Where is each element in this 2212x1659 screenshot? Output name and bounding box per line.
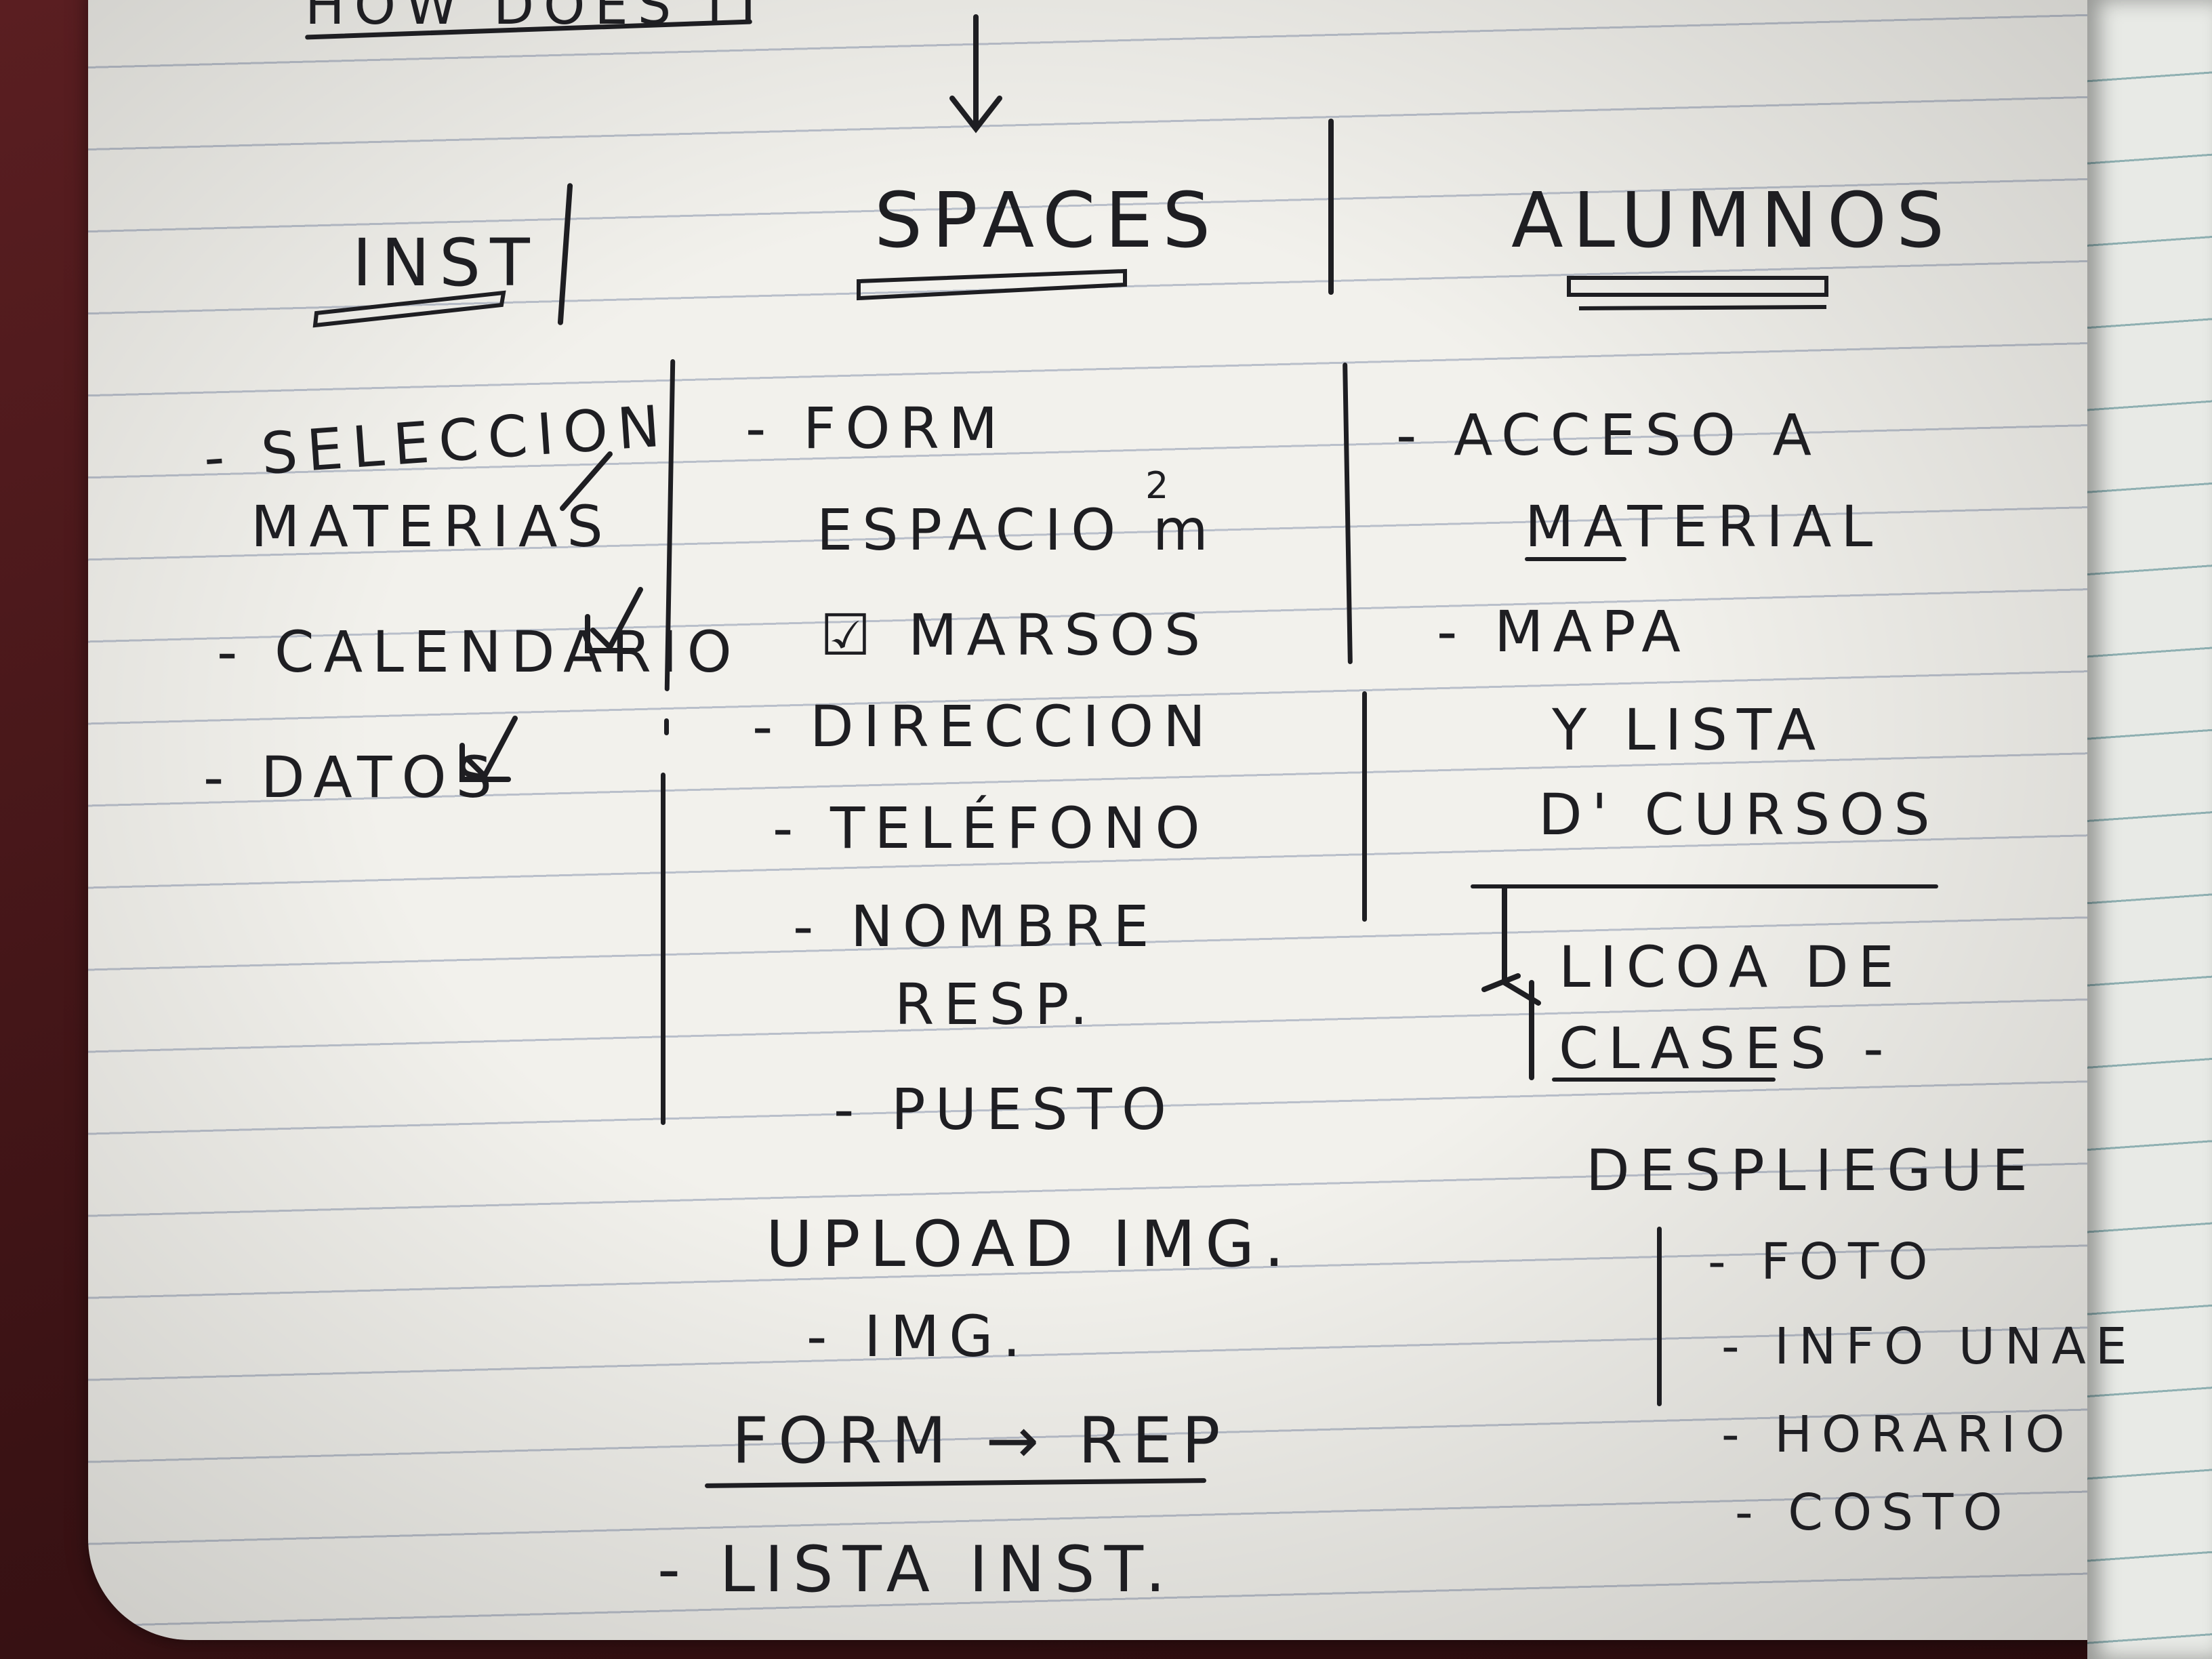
dropdown-item-foto: - FOTO — [1708, 1233, 1938, 1291]
spaces-exponent: 2 — [1145, 464, 1169, 507]
spaces-upload-item: - IMG. — [806, 1303, 1031, 1370]
spaces-flow-label: FORM → REP — [732, 1404, 1230, 1478]
dropdown-item-horario: - HORARIO — [1721, 1406, 2074, 1464]
spaces-left-bar-2 — [661, 773, 665, 1125]
spaces-item-direccion: - DIRECCION — [752, 693, 1215, 760]
spaces-right-bar-2 — [1362, 691, 1367, 922]
dropdown-item-info: - INFO UNAE — [1721, 1317, 2137, 1376]
check-icon — [560, 451, 613, 511]
alumnos-item-material: MATERIAL — [1525, 493, 1883, 560]
spaces-upload-heading: UPLOAD IMG. — [766, 1208, 1294, 1282]
inst-item-datos: - DATOS — [203, 744, 501, 811]
alumnos-heading: ALUMNOS — [1511, 177, 1954, 265]
dropdown-bar — [1657, 1227, 1662, 1406]
notebook-next-page-edge — [2087, 0, 2212, 1659]
spaces-heading-underline — [857, 268, 1127, 301]
alumnos-heading-underline — [1567, 276, 1828, 310]
bracket-arrow-icon — [1481, 885, 1541, 1080]
alumnos-item-acceso: - ACCESO A — [1396, 402, 1821, 468]
checked-box-icon — [459, 716, 518, 782]
heading-divider-1 — [557, 182, 573, 326]
heading-divider-2 — [1328, 119, 1334, 295]
spaces-item-form: - FORM — [745, 395, 1008, 462]
subbox-underline — [1552, 1078, 1776, 1082]
spaces-item-espacio: ESPACIO m — [817, 497, 1218, 563]
spaces-item-telefono: - TELÉFONO — [773, 795, 1210, 861]
alumnos-section-divider — [1471, 884, 1938, 888]
alumnos-subbox-line1: LICOA DE — [1559, 934, 1904, 1000]
dropdown-heading: DESPLIEGUE — [1586, 1137, 2038, 1204]
flow-underline — [704, 1478, 1207, 1488]
notebook-page — [88, 0, 2155, 1640]
material-underline — [1525, 557, 1626, 561]
spaces-item-nombre: - NOMBRE — [793, 893, 1159, 960]
spaces-item-puesto: - PUESTO — [834, 1076, 1176, 1143]
spaces-list-item: - LISTA INST. — [657, 1533, 1175, 1607]
checked-box-icon — [585, 587, 643, 653]
alumnos-item-mapa: - MAPA — [1437, 598, 1690, 665]
spaces-left-tick — [664, 718, 669, 735]
alumnos-subbox-line2: CLASES - — [1559, 1015, 1893, 1082]
spaces-right-bar-1 — [1343, 362, 1353, 665]
spaces-item-resp: RESP. — [895, 971, 1098, 1038]
inst-item-materias: MATERIAS — [251, 493, 613, 560]
arrow-down-icon — [949, 14, 1002, 134]
alumnos-item-cursos: D' CURSOS — [1538, 781, 1940, 848]
inst-heading-underline — [312, 290, 506, 328]
dropdown-item-costo: - COSTO — [1735, 1483, 2012, 1542]
spaces-heading: SPACES — [874, 177, 1221, 265]
inst-heading: INST — [352, 225, 539, 301]
spaces-item-marsos: ☑ MARSOS — [820, 602, 1210, 668]
alumnos-item-y-lista: Y LISTA — [1552, 697, 1826, 763]
inst-item-calendario: - CALENDARIO — [217, 619, 741, 685]
